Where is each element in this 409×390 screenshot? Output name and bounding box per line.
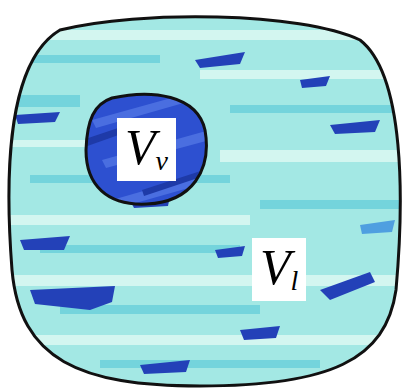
volume-symbol: V	[260, 239, 291, 295]
vapor-bubble: Vv	[82, 90, 210, 208]
volume-symbol: V	[125, 119, 156, 175]
volume-label: Vv	[117, 118, 176, 181]
volume-subscript: v	[156, 145, 168, 176]
volume-subscript: l	[291, 265, 299, 296]
volume-label: Vl	[252, 238, 306, 301]
